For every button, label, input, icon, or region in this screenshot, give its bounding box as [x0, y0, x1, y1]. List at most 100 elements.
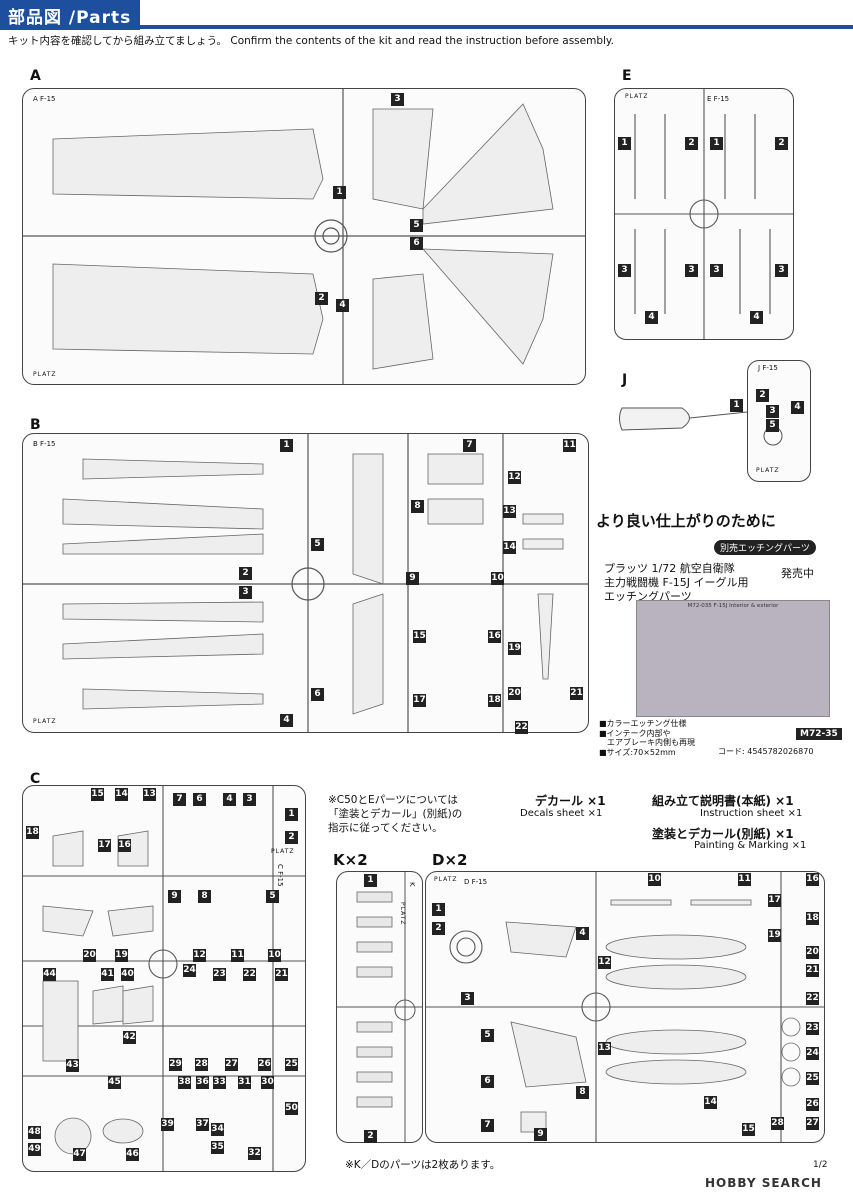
part-e1: 1 — [618, 137, 631, 150]
part-c6: 6 — [193, 793, 206, 806]
part-a6: 6 — [410, 237, 423, 250]
sprue-j-model: F-15 — [762, 364, 778, 372]
part-b5: 5 — [311, 538, 324, 551]
sprue-d: PLATZ D F-15 1 2 3 4 5 6 7 8 9 10 11 12 … — [425, 871, 825, 1143]
part-c33: 33 — [213, 1076, 226, 1089]
part-d12: 12 — [598, 956, 611, 969]
part-j4: 4 — [791, 401, 804, 414]
part-e3b: 3 — [685, 264, 698, 277]
promo-status: 発売中 — [781, 567, 814, 580]
part-b15: 15 — [413, 630, 426, 643]
etching-photo: M72-035 F-15J Interior & exterior — [636, 600, 830, 717]
sprue-b-tag: B F-15 — [33, 440, 56, 448]
part-b4: 4 — [280, 714, 293, 727]
part-c23: 23 — [213, 968, 226, 981]
header-rule — [140, 25, 853, 29]
part-c12: 12 — [193, 949, 206, 962]
sprue-c-model: F-15 — [276, 871, 284, 887]
part-d18: 18 — [806, 912, 819, 925]
sprue-a-model: F-15 — [40, 95, 56, 103]
part-d25: 25 — [806, 1072, 819, 1085]
part-c48: 48 — [28, 1126, 41, 1139]
promo-line-1: プラッツ 1/72 航空自衛隊 — [604, 562, 735, 575]
sprue-c-tag: C F-15 — [276, 864, 284, 887]
part-d19: 19 — [768, 929, 781, 942]
header-bar — [0, 0, 140, 30]
c-note-2: 「塗装とデカール」(別紙)の — [328, 808, 463, 820]
part-c21: 21 — [275, 968, 288, 981]
part-b2: 2 — [239, 567, 252, 580]
part-d4: 4 — [576, 927, 589, 940]
part-c25: 25 — [285, 1058, 298, 1071]
sprue-c: 15 14 13 7 6 4 3 1 2 18 17 16 9 8 5 20 1… — [22, 785, 306, 1172]
sprue-k-tag: K — [408, 882, 416, 887]
part-c39: 39 — [161, 1118, 174, 1131]
part-c37: 37 — [196, 1118, 209, 1131]
promo-badge: 別売エッチングパーツ — [714, 540, 816, 555]
sprue-a-drawing — [23, 89, 585, 384]
part-c24: 24 — [183, 964, 196, 977]
part-d9: 9 — [534, 1128, 547, 1141]
sprue-j-letter: J — [622, 372, 628, 388]
sprue-k-platz: PLATZ — [399, 902, 406, 926]
sprue-k-circle-letter: K — [408, 882, 416, 887]
sprue-c-drawing — [23, 786, 305, 1171]
sprue-b: B F-15 PLATZ 1 2 3 4 5 6 7 8 9 10 11 12 … — [22, 433, 589, 734]
part-d1: 1 — [432, 903, 445, 916]
part-c17: 17 — [98, 839, 111, 852]
sprue-b-platz: PLATZ — [33, 718, 57, 725]
page-header: 部品図 /Parts — [0, 0, 853, 30]
part-b10: 10 — [491, 572, 504, 585]
part-j1: 1 — [730, 399, 743, 412]
sprue-b-model: F-15 — [40, 440, 56, 448]
sprue-e-circle-letter: E — [707, 95, 712, 103]
part-b18: 18 — [488, 694, 501, 707]
part-c29: 29 — [169, 1058, 182, 1071]
part-c36: 36 — [196, 1076, 209, 1089]
part-c47: 47 — [73, 1148, 86, 1161]
watermark: HOBBY SEARCH — [705, 1176, 822, 1190]
part-k1: 1 — [364, 874, 377, 887]
part-c7: 7 — [173, 793, 186, 806]
part-c14: 14 — [115, 788, 128, 801]
part-j5: 5 — [766, 419, 779, 432]
part-b9: 9 — [406, 572, 419, 585]
sprue-j: J F-15 2 3 4 5 PLATZ — [747, 360, 811, 482]
sprue-j-drawing — [763, 426, 783, 446]
part-d28: 28 — [771, 1117, 784, 1130]
part-d22: 22 — [806, 992, 819, 1005]
sprue-a-platz: PLATZ — [33, 371, 57, 378]
part-c46: 46 — [126, 1148, 139, 1161]
part-c26: 26 — [258, 1058, 271, 1071]
c-note-1: ※C50とEパーツについては — [328, 794, 458, 806]
part-b1: 1 — [280, 439, 293, 452]
promo-line-3: エッチングパーツ — [604, 590, 692, 603]
part-d16: 16 — [806, 873, 819, 886]
part-d11: 11 — [738, 873, 751, 886]
promo-heading: より良い仕上がりのために — [596, 512, 776, 530]
sprue-c-platz: PLATZ — [271, 848, 295, 855]
promo-bullet-3: エアブレーキ内側も再現 — [607, 738, 695, 747]
part-c41: 41 — [101, 968, 114, 981]
part-c16: 16 — [118, 839, 131, 852]
part-a4: 4 — [336, 299, 349, 312]
include-instruction-jp: 組み立て説明書(本紙) ×1 — [652, 794, 794, 808]
part-c35: 35 — [211, 1141, 224, 1154]
sprue-a-circle-letter: A — [33, 95, 38, 103]
part-c13: 13 — [143, 788, 156, 801]
part-c32: 32 — [248, 1147, 261, 1160]
sprue-d-model: F-15 — [471, 878, 488, 886]
sprue-e: PLATZ E F-15 1 2 1 2 3 3 3 3 4 4 — [614, 88, 794, 340]
include-decals-jp: デカール ×1 — [535, 794, 606, 808]
page-number: 1/2 — [813, 1160, 828, 1170]
part-e3a: 3 — [618, 264, 631, 277]
canopy-drawing — [619, 407, 748, 431]
include-instruction-en: Instruction sheet ×1 — [700, 808, 803, 819]
part-c44: 44 — [43, 968, 56, 981]
part-e2: 2 — [685, 137, 698, 150]
sprue-a-letter: A — [30, 68, 41, 84]
sprue-c-circle-letter: C — [276, 864, 284, 869]
part-c43: 43 — [66, 1059, 79, 1072]
sprue-e-platz: PLATZ — [625, 93, 649, 100]
part-e1b: 1 — [710, 137, 723, 150]
